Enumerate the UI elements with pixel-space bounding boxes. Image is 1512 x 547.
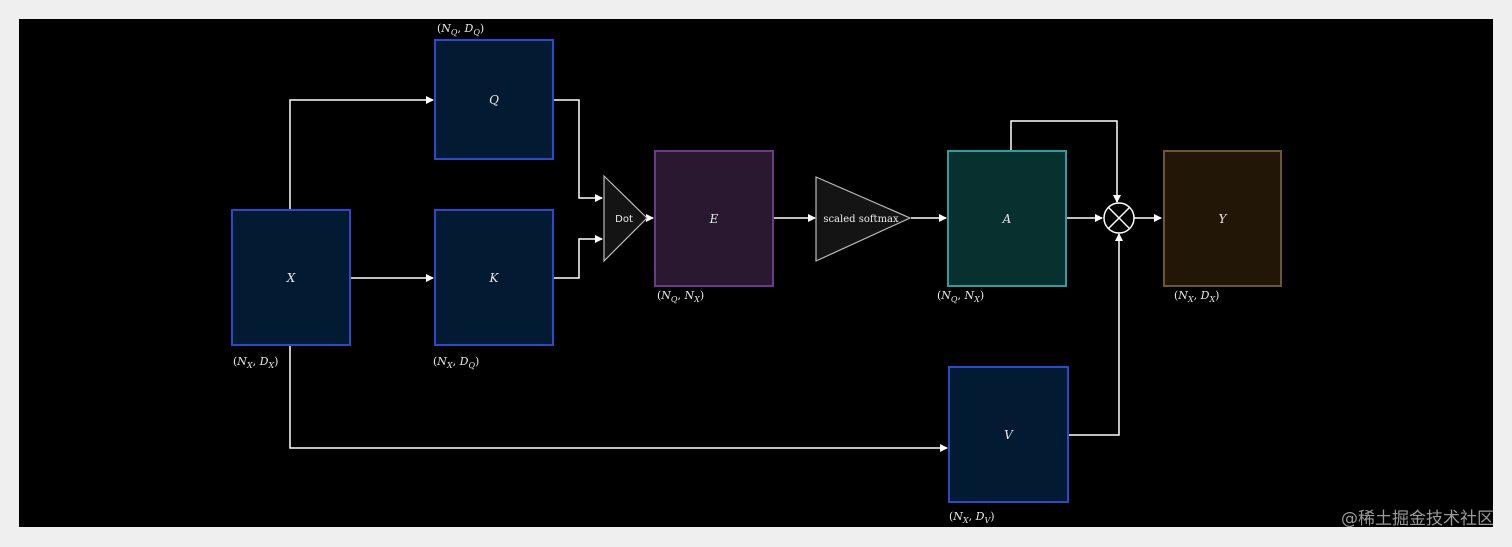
dim-label-k: (NX, DQ)	[433, 355, 480, 371]
dim-label-x: (NX, DX)	[233, 355, 279, 371]
node-x-label: X	[286, 270, 296, 285]
node-x: X	[231, 209, 351, 346]
node-v-label: V	[1004, 427, 1013, 442]
edge-x-to-v	[289, 346, 948, 452]
node-k-label: K	[489, 270, 499, 285]
watermark: @稀土掘金技术社区	[1341, 509, 1494, 529]
edge-a-skip-to-multiply	[1010, 120, 1121, 203]
node-y: Y	[1163, 150, 1282, 287]
node-e-label: E	[709, 211, 719, 226]
node-a: A	[947, 150, 1067, 287]
dim-label-q: (NQ, DQ)	[437, 22, 485, 38]
node-a-label: A	[1002, 211, 1012, 226]
connector-layer: Dot scaled softmax	[289, 96, 1162, 452]
dim-label-e: (NQ, NX)	[657, 289, 705, 305]
dim-label-y: (NX, DX)	[1174, 289, 1220, 305]
edge-k-to-dot	[554, 235, 603, 279]
dot-operator: Dot	[603, 174, 648, 263]
node-e: E	[654, 150, 774, 287]
node-q: Q	[434, 39, 554, 160]
node-q-label: Q	[489, 92, 499, 107]
dim-label-v: (NX, DV)	[949, 510, 995, 526]
multiply-operator	[1103, 202, 1135, 234]
node-y-label: Y	[1218, 211, 1227, 226]
edge-v-to-multiply	[1069, 233, 1123, 436]
edge-q-to-dot	[554, 99, 603, 202]
dim-label-a: (NQ, NX)	[937, 289, 985, 305]
node-k: K	[434, 209, 554, 346]
softmax-operator: scaled softmax	[815, 176, 912, 262]
dot-operator-label: Dot	[615, 214, 633, 225]
softmax-operator-label: scaled softmax	[823, 214, 899, 225]
diagram-canvas: Dot scaled softmax X Q K E A V Y (NQ, DQ…	[19, 19, 1493, 527]
node-v: V	[948, 366, 1069, 503]
edge-x-to-q	[289, 96, 434, 209]
